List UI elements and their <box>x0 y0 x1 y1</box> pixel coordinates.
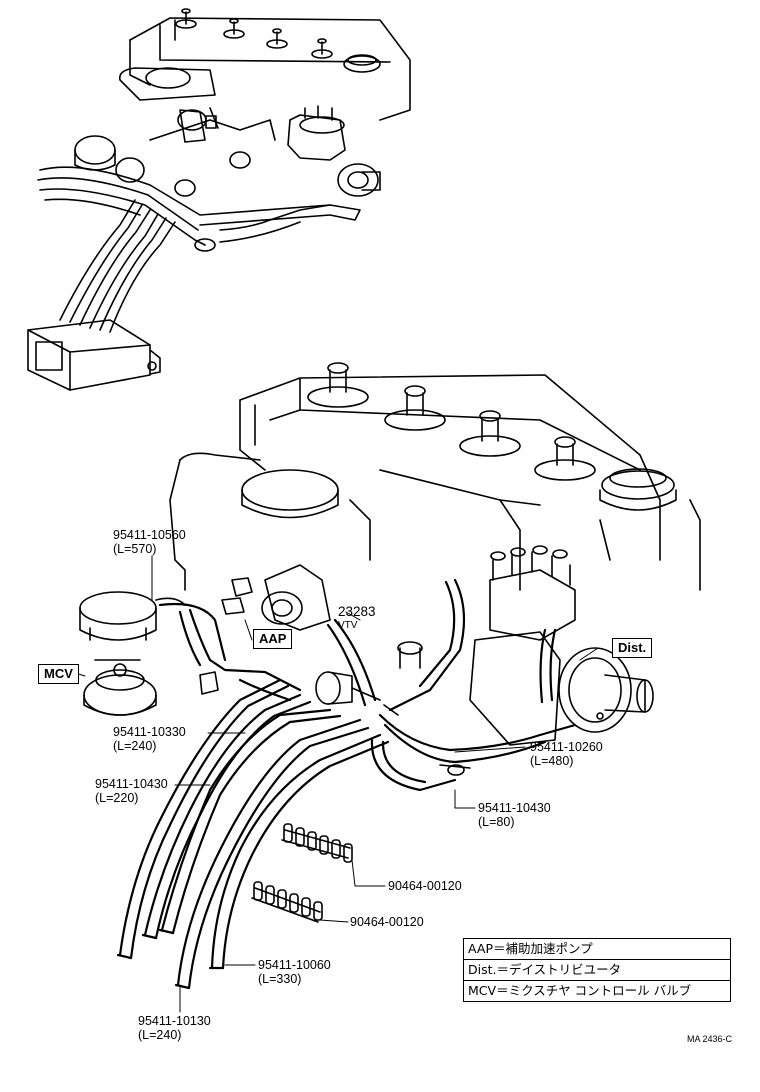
label-hose-10330: 95411-10330(L=240) <box>113 725 186 753</box>
legend-row-mcv: MCV＝ミクスチヤ コントロール バルブ <box>468 983 692 998</box>
figure-code: MA 2436-C <box>686 1034 732 1044</box>
label-hose-10430-a: 95411-10430(L=220) <box>95 777 168 805</box>
legend-row-aap: AAP＝補助加速ポンプ <box>464 939 730 960</box>
vacuum-hoses <box>116 578 577 990</box>
main-engine-view <box>169 362 701 591</box>
callout-dist: Dist. <box>612 638 653 658</box>
abbreviation-legend: AAP＝補助加速ポンプ Dist.＝デイストリビユータ MCV＝ミクスチヤ コン… <box>463 938 731 1002</box>
leader-lines <box>71 555 599 1013</box>
hose-clips <box>251 823 353 923</box>
label-hose-10060: 95411-10060(L=330) <box>258 958 331 986</box>
label-clip-b: 90464-00120 <box>350 915 424 929</box>
mcv-valve <box>79 591 186 716</box>
distributor <box>469 545 654 746</box>
label-hose-10560: 95411-10560(L=570) <box>113 528 186 556</box>
label-hose-10260: 95411-10260(L=480) <box>530 740 603 768</box>
top-engine-view <box>27 8 411 391</box>
label-hose-10130: 95411-10130(L=240) <box>138 1014 211 1042</box>
label-clip-a: 90464-00120 <box>388 879 462 893</box>
legend-row-dist: Dist.＝デイストリビユータ <box>464 960 730 981</box>
label-hose-10430-b: 95411-10430(L=80) <box>478 801 551 829</box>
callout-mcv: MCV <box>38 664 79 684</box>
aap-pump <box>199 564 331 695</box>
callout-aap: AAP <box>253 629 293 649</box>
fittings <box>383 641 471 776</box>
